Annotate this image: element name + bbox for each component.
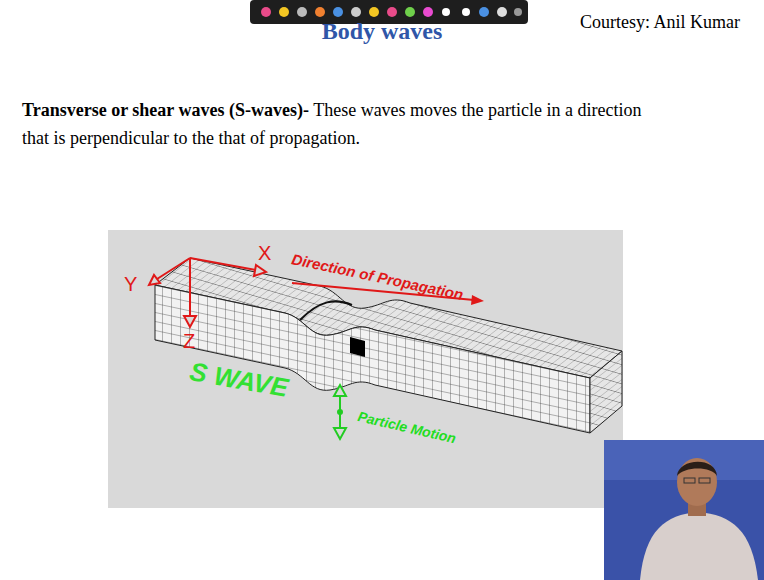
courtesy-note: Courtesy: Anil Kumar bbox=[580, 12, 740, 33]
presenter-video bbox=[604, 440, 764, 580]
definition-paragraph: Transverse or shear waves (S-waves)- The… bbox=[22, 96, 672, 152]
particle-motion-arrow bbox=[334, 385, 346, 439]
axis-label: Z bbox=[183, 330, 195, 353]
axes bbox=[149, 258, 266, 327]
axis-label: Y bbox=[124, 273, 137, 296]
term-heading: Transverse or shear waves (S-waves)- bbox=[22, 100, 309, 120]
axis-label: X bbox=[258, 242, 271, 265]
illustration-panel bbox=[108, 230, 623, 508]
